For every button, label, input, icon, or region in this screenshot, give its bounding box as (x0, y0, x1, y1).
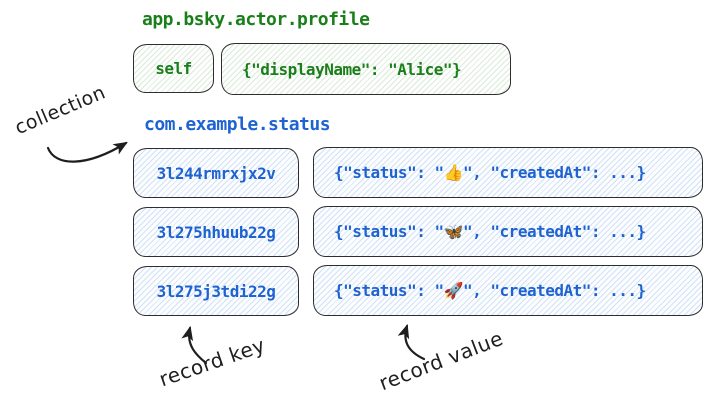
status-record-value-box: {"status": "🦋", "createdAt": ...} (313, 206, 703, 257)
profile-record-key: self (155, 59, 192, 78)
status-record-key: 3l244rmrxjx2v (156, 163, 276, 183)
status-record-value: {"status": "🦋", "createdAt": ...} (334, 222, 646, 241)
status-record-value-box: {"status": "👍", "createdAt": ...} (313, 147, 703, 198)
profile-record-value-box: {"displayName": "Alice"} (221, 43, 511, 95)
record-value-annotation-label: record value (375, 325, 507, 396)
status-record-value-box: {"status": "🚀", "createdAt": ...} (313, 265, 703, 316)
status-record-key: 3l275hhuub22g (156, 222, 276, 242)
status-record-key-box: 3l275hhuub22g (133, 207, 299, 257)
status-record-value: {"status": "🚀", "createdAt": ...} (334, 281, 646, 300)
status-record-key-box: 3l244rmrxjx2v (133, 148, 299, 198)
status-collection-name: com.example.status (144, 114, 331, 135)
collection-annotation-label: collection (11, 81, 109, 140)
status-record-key: 3l275j3tdi22g (156, 281, 276, 301)
record-key-annotation-label: record key (156, 332, 269, 392)
status-record-value: {"status": "👍", "createdAt": ...} (334, 163, 646, 182)
profile-record-value: {"displayName": "Alice"} (242, 59, 462, 79)
status-record-key-box: 3l275j3tdi22g (133, 266, 299, 316)
profile-collection-name: app.bsky.actor.profile (142, 9, 370, 30)
collection-arrow (46, 141, 128, 163)
profile-record-key-box: self (133, 44, 214, 93)
